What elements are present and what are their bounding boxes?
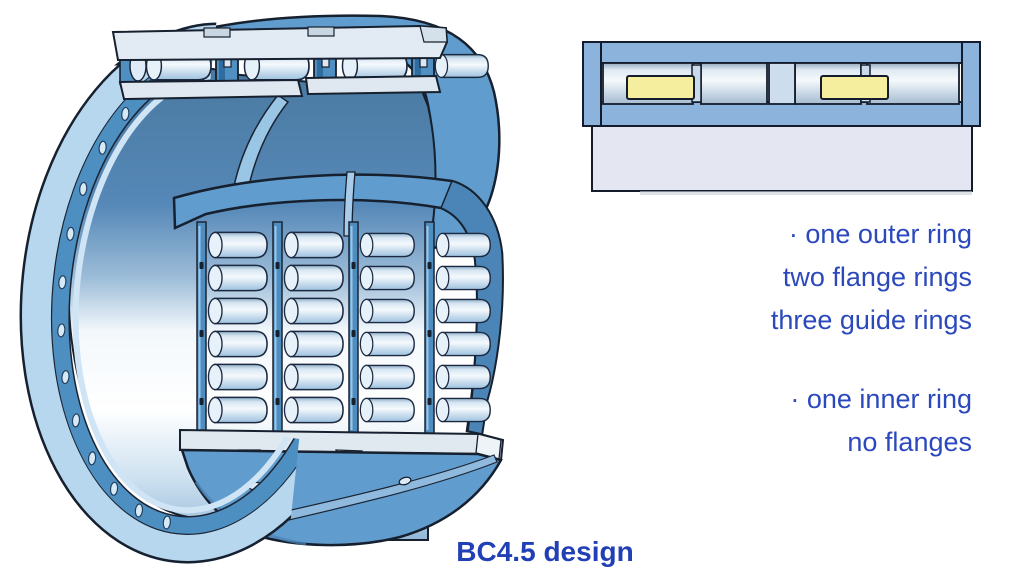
feature-line: three guide rings bbox=[770, 305, 972, 335]
section-cage-yellow bbox=[626, 75, 695, 100]
outer-ring-cut-surface bbox=[111, 24, 449, 62]
cage-rails bbox=[196, 221, 435, 435]
section-inner-ring-band bbox=[582, 101, 981, 127]
outer-ring-features: · one outer ring two flange rings three … bbox=[771, 213, 972, 342]
section-flange-ring-right bbox=[961, 41, 981, 127]
feature-list: · one outer ring two flange rings three … bbox=[771, 213, 972, 464]
top-cutaway-section bbox=[111, 24, 490, 101]
feature-line: two flange rings bbox=[782, 262, 972, 292]
section-cage-yellow bbox=[820, 75, 889, 100]
inner-ring-features: · one inner ring no flanges bbox=[771, 378, 972, 464]
feature-line: no flanges bbox=[847, 427, 972, 457]
guide-ring-cut-surface bbox=[304, 74, 442, 96]
section-guide-ring-center bbox=[768, 62, 796, 105]
design-caption: BC4.5 design bbox=[456, 536, 634, 567]
feature-line: · one outer ring bbox=[788, 219, 972, 249]
section-inner-ring-body bbox=[591, 123, 973, 192]
section-outer-ring bbox=[582, 41, 981, 64]
oil-hole bbox=[398, 476, 412, 486]
section-flange-ring-left bbox=[582, 41, 602, 127]
section-shadow bbox=[640, 191, 972, 195]
cross-section-diagram bbox=[582, 41, 981, 195]
guide-ring-cut-surface bbox=[118, 78, 304, 101]
feature-line: · one inner ring bbox=[790, 384, 972, 414]
